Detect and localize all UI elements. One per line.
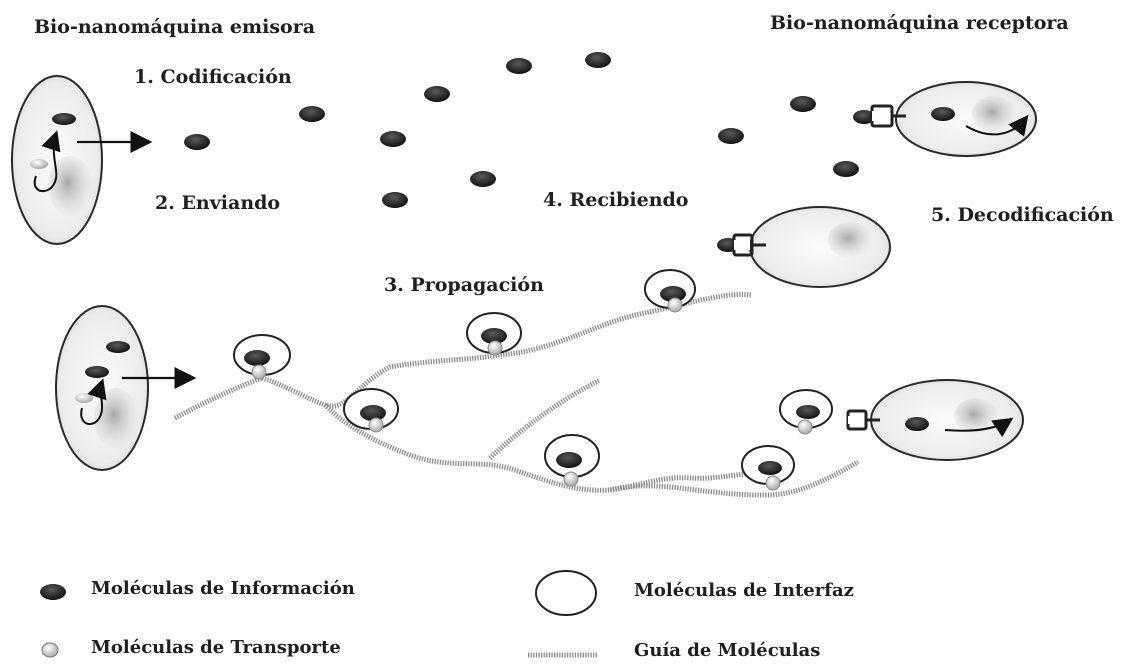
- step-receiving: 4. Recibiendo: [543, 189, 689, 211]
- sender-title: Bio-nanomáquina emisora: [34, 16, 316, 38]
- transport-molecule: [75, 393, 93, 403]
- legend-info-label: Moléculas de Información: [91, 578, 355, 599]
- info-molecule: [52, 113, 76, 125]
- legend-transport-symbol: [41, 642, 59, 658]
- step-sending: 2. Enviando: [155, 192, 281, 214]
- legend-interface-symbol: [535, 570, 597, 616]
- legend-guide-label: Guía de Moléculas: [634, 640, 821, 661]
- diffusing-molecules: [184, 52, 859, 208]
- receptor-icon: [853, 104, 906, 128]
- step-decoding: 5. Decodificación: [931, 204, 1114, 226]
- step-encoding: 1. Codificación: [134, 66, 292, 88]
- transport-molecule: [30, 159, 48, 169]
- transport-capsule: [779, 389, 833, 435]
- info-molecule: [106, 341, 130, 353]
- receptor-icon: [846, 409, 880, 431]
- legend: [40, 570, 598, 658]
- info-molecule: [85, 366, 109, 378]
- receiver-cell-bottom: [870, 379, 1024, 461]
- transport-capsule: [741, 445, 795, 491]
- legend-info-symbol: [40, 584, 66, 600]
- step-propagation: 3. Propagación: [384, 274, 544, 296]
- receptor-icon: [717, 233, 766, 257]
- encoding-arrow: [33, 130, 61, 192]
- receiver-cell-middle: [749, 206, 891, 288]
- legend-interface-label: Moléculas de Interfaz: [634, 580, 854, 601]
- receiver-cell-top: [895, 81, 1037, 157]
- transport-capsule: [644, 269, 696, 313]
- molecule-guide-paths: [173, 291, 860, 498]
- sender-cell-top: [11, 75, 103, 245]
- receiver-title: Bio-nanomáquina receptora: [770, 12, 1069, 34]
- transport-capsule: [343, 388, 399, 433]
- transport-capsule: [544, 434, 600, 487]
- transport-capsule: [233, 334, 291, 380]
- transport-capsule: [466, 312, 522, 356]
- encoding-arrow: [80, 378, 107, 425]
- legend-transport-label: Moléculas de Transporte: [91, 637, 341, 658]
